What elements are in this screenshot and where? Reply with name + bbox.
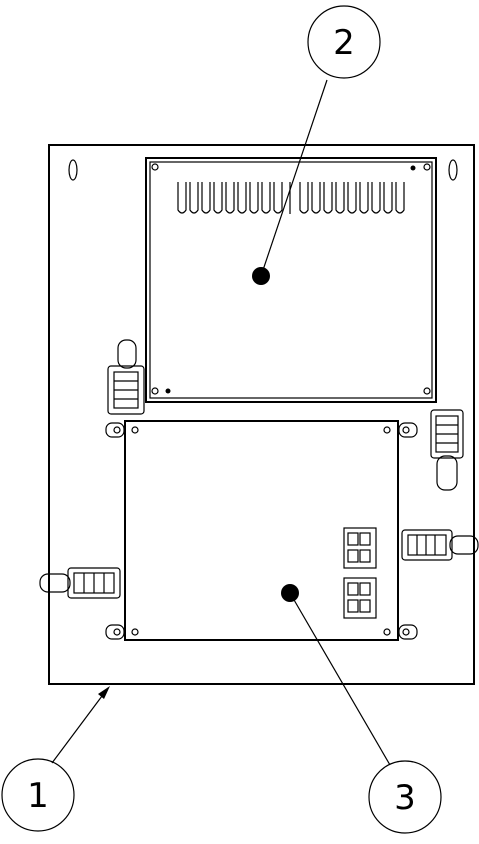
cable-clip-right-lower [402, 530, 478, 560]
callout-label-2: 2 [333, 23, 355, 63]
callout-label-1: 1 [27, 776, 49, 816]
upper-circuit-board [146, 158, 436, 402]
callout-label-3: 3 [394, 778, 416, 818]
callout-2: 2 [308, 6, 380, 78]
lower-circuit-board [106, 421, 417, 640]
leader-line-3 [290, 593, 390, 765]
leader-line-1 [52, 686, 110, 763]
display-lower [344, 578, 376, 618]
callout-1: 1 [2, 759, 74, 831]
keyhole-slot-right [449, 160, 457, 180]
callout-3: 3 [369, 761, 441, 833]
cable-clip-left-lower [40, 568, 120, 598]
cable-clip-right-upper [431, 410, 463, 490]
cable-clip-upper-left [108, 340, 144, 414]
keyhole-slot-left [69, 160, 77, 180]
display-upper [344, 528, 376, 568]
leader-line-2 [261, 80, 327, 276]
